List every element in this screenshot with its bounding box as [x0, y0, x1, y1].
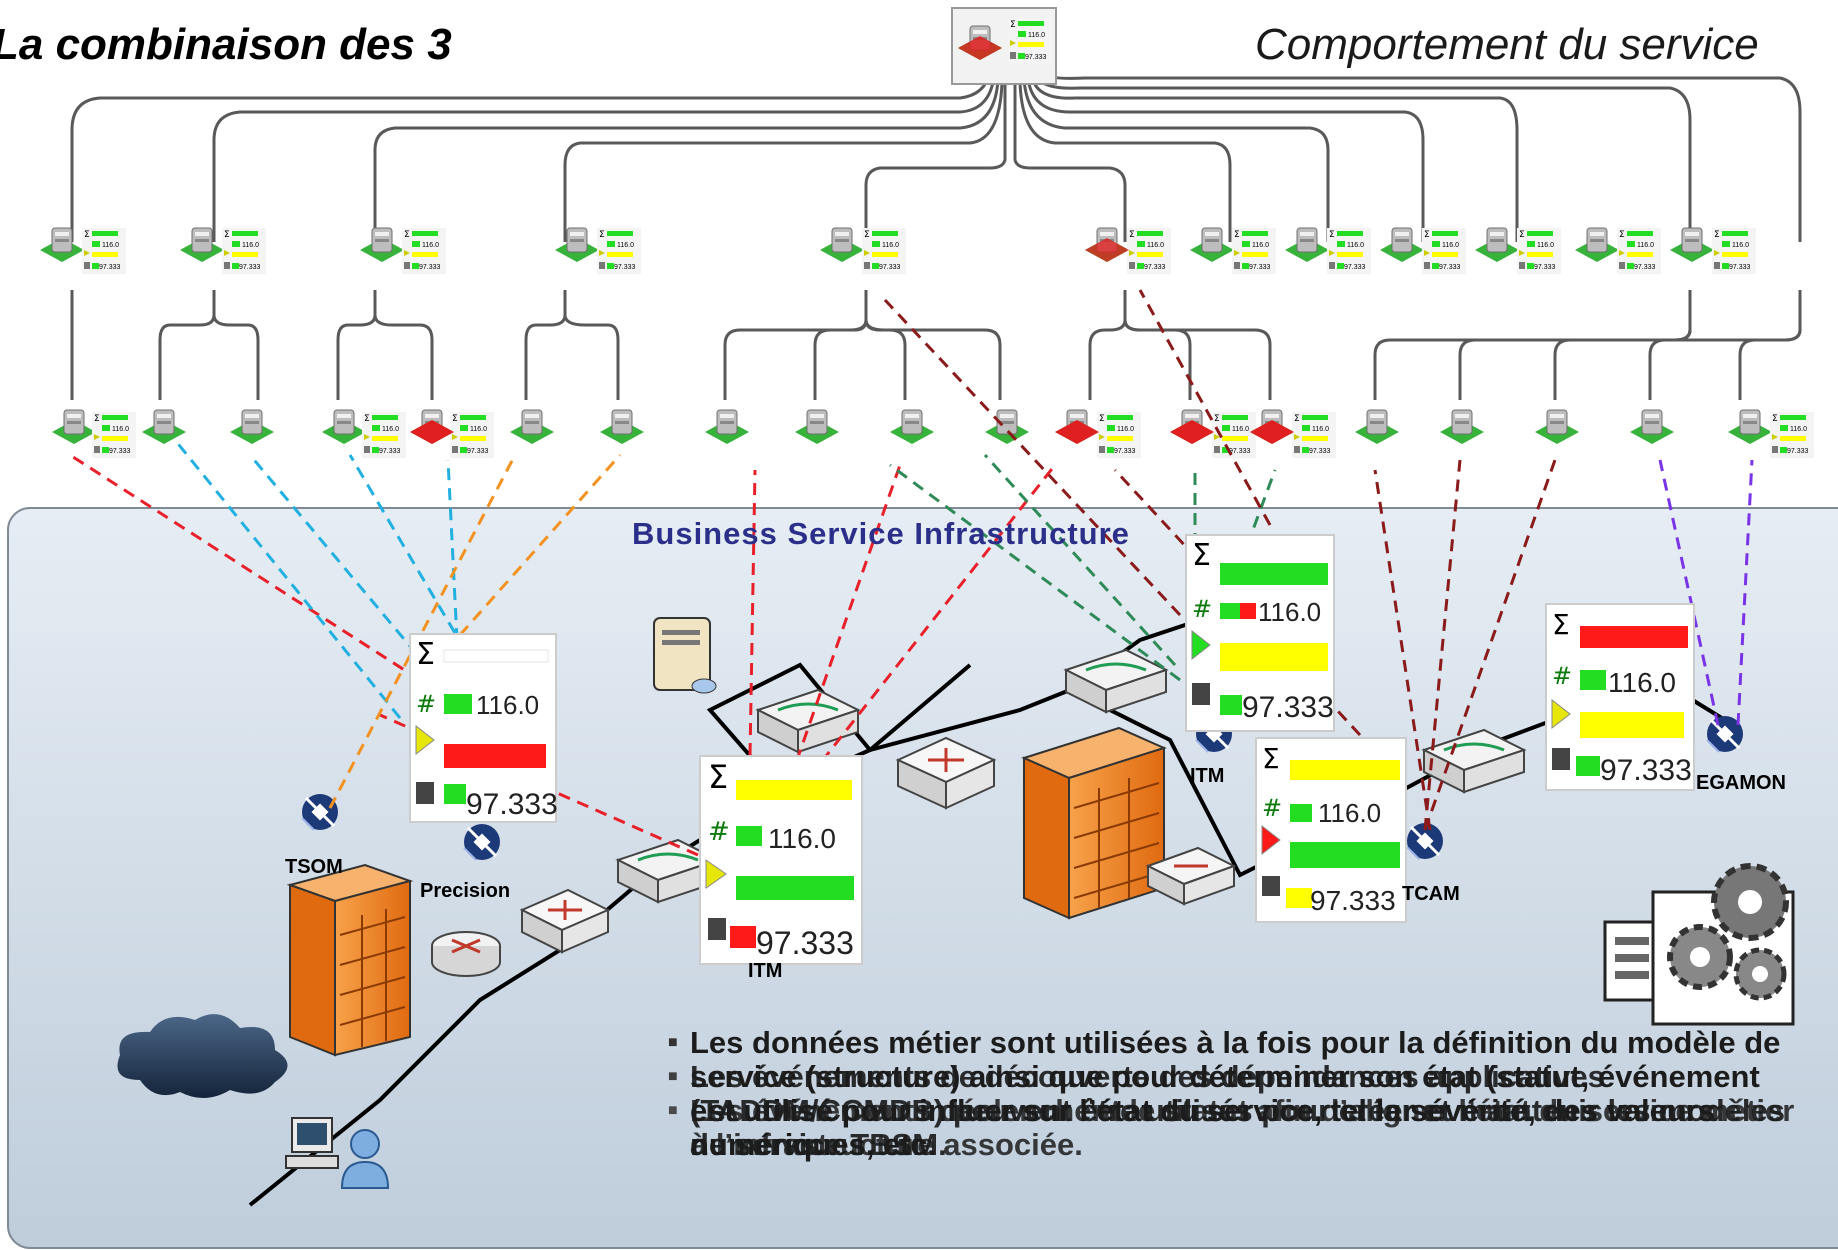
- svg-text:Σ: Σ: [1552, 608, 1570, 641]
- bullet-item: ■ Les événements déclenchent le statut af…: [668, 1093, 1810, 1162]
- cloud-icon: [117, 1014, 288, 1099]
- slide-title-right: Comportement du service: [1255, 20, 1759, 69]
- svg-text:#: #: [1192, 595, 1212, 623]
- resource-node[interactable]: [704, 409, 750, 445]
- resource-node[interactable]: [599, 409, 645, 445]
- resource-node[interactable]: [1054, 409, 1141, 458]
- user-icon: [285, 1117, 390, 1189]
- resource-node[interactable]: [229, 409, 275, 445]
- firewall-icon[interactable]: [1021, 726, 1167, 920]
- metric-97: 97.333: [1242, 691, 1334, 724]
- resource-node[interactable]: [509, 409, 555, 445]
- resource-node[interactable]: [889, 409, 935, 445]
- source-label-itm: ITM: [748, 960, 783, 982]
- service-node[interactable]: [1379, 227, 1466, 274]
- service-node[interactable]: [819, 227, 906, 274]
- switch-icon[interactable]: [1063, 648, 1169, 714]
- svg-text:Σ: Σ: [708, 758, 728, 796]
- status-widget[interactable]: Σ # 116.0 97.333: [1545, 603, 1695, 791]
- svg-text:Σ: Σ: [416, 637, 435, 672]
- switch-icon[interactable]: [755, 688, 861, 754]
- resource-node[interactable]: [1249, 409, 1336, 458]
- resource-node[interactable]: [321, 409, 406, 458]
- bullet-marker-icon: ■: [668, 1034, 678, 1051]
- level2-nodes: [51, 409, 1814, 458]
- svg-text:Σ: Σ: [1192, 538, 1211, 573]
- router-icon[interactable]: [895, 736, 997, 810]
- metric-116: 116.0: [1258, 597, 1321, 627]
- metric-97: 97.333: [466, 788, 558, 821]
- svg-text:#: #: [1262, 794, 1282, 822]
- resource-node[interactable]: [409, 409, 494, 458]
- router-icon[interactable]: [431, 931, 501, 977]
- metric-116: 116.0: [768, 823, 836, 854]
- service-node[interactable]: [1574, 227, 1661, 274]
- resource-node[interactable]: [1169, 409, 1256, 458]
- gear-icon: [1603, 863, 1795, 1026]
- metric-97: 97.333: [756, 925, 854, 961]
- satellite-icon[interactable]: [300, 792, 340, 832]
- resource-node[interactable]: [1439, 409, 1485, 445]
- resource-node[interactable]: [1354, 409, 1400, 445]
- bullet-marker-icon: ■: [668, 1068, 678, 1085]
- service-node[interactable]: [179, 227, 266, 274]
- firewall-icon[interactable]: [286, 863, 414, 1057]
- service-node[interactable]: [1189, 227, 1276, 274]
- event-links: [69, 289, 1754, 857]
- metric-116: 116.0: [476, 690, 539, 720]
- switch-icon[interactable]: [1421, 728, 1527, 794]
- bullet-text: Les événements déclenchent le statut afi…: [690, 1093, 1795, 1162]
- resource-node[interactable]: [984, 409, 1030, 445]
- resource-node[interactable]: [1534, 409, 1580, 445]
- status-widget[interactable]: Σ # 116.0 97.333: [1185, 534, 1335, 732]
- switch-icon[interactable]: [1145, 846, 1237, 906]
- resource-node[interactable]: [794, 409, 840, 445]
- service-node[interactable]: [1284, 227, 1371, 274]
- svg-text:#: #: [708, 817, 730, 847]
- service-node[interactable]: [359, 227, 446, 274]
- infrastructure-title: Business Service Infrastructure: [632, 516, 1130, 551]
- metric-116: 116.0: [1608, 667, 1676, 698]
- status-widget[interactable]: Σ # 116.0 97.333: [699, 755, 863, 965]
- metric-97: 97.333: [1600, 754, 1692, 787]
- service-node[interactable]: [1084, 227, 1171, 274]
- svg-text:Σ: Σ: [1262, 742, 1280, 775]
- resource-node[interactable]: [1629, 409, 1675, 445]
- status-widget[interactable]: Σ # 116.0 97.333: [409, 633, 558, 823]
- satellite-icon[interactable]: [462, 822, 502, 862]
- bullet-text: Les données métier sont utilisées à la f…: [690, 1025, 1781, 1162]
- source-label-tsom: TSOM: [285, 856, 343, 878]
- source-label-itm: ITM: [1190, 765, 1225, 787]
- root-service-node[interactable]: [951, 7, 1057, 85]
- svg-text:#: #: [416, 690, 436, 718]
- server-icon[interactable]: [653, 617, 717, 694]
- service-node[interactable]: [554, 227, 641, 274]
- resource-node[interactable]: [141, 409, 187, 445]
- resource-node[interactable]: [1727, 409, 1814, 458]
- metric-97: 97.333: [1310, 885, 1396, 916]
- bullet-item: ■ Les événements de découverte des dépend…: [668, 1059, 1810, 1162]
- bullet-item: ■ Les données métier sont utilisées à la …: [668, 1025, 1810, 1162]
- service-node[interactable]: [1474, 227, 1561, 274]
- source-label-omegamon: EGAMON: [1696, 772, 1786, 794]
- status-widget[interactable]: Σ # 116.0 97.333: [1255, 737, 1407, 923]
- service-node[interactable]: [1669, 227, 1756, 274]
- svg-text:#: #: [1552, 662, 1572, 690]
- service-node[interactable]: [39, 227, 126, 274]
- router-icon[interactable]: [519, 888, 611, 954]
- slide-title-left: La combinaison des 3: [0, 20, 452, 69]
- source-label-precision: Precision: [420, 880, 511, 902]
- bullet-text: Les événements de découverte des dépenda…: [690, 1059, 1785, 1162]
- source-label-tcam: TCAM: [1402, 883, 1460, 905]
- bullet-marker-icon: ■: [668, 1102, 678, 1119]
- level1-nodes: [39, 227, 1756, 274]
- resource-node[interactable]: [51, 409, 136, 458]
- metric-116: 116.0: [1318, 798, 1381, 828]
